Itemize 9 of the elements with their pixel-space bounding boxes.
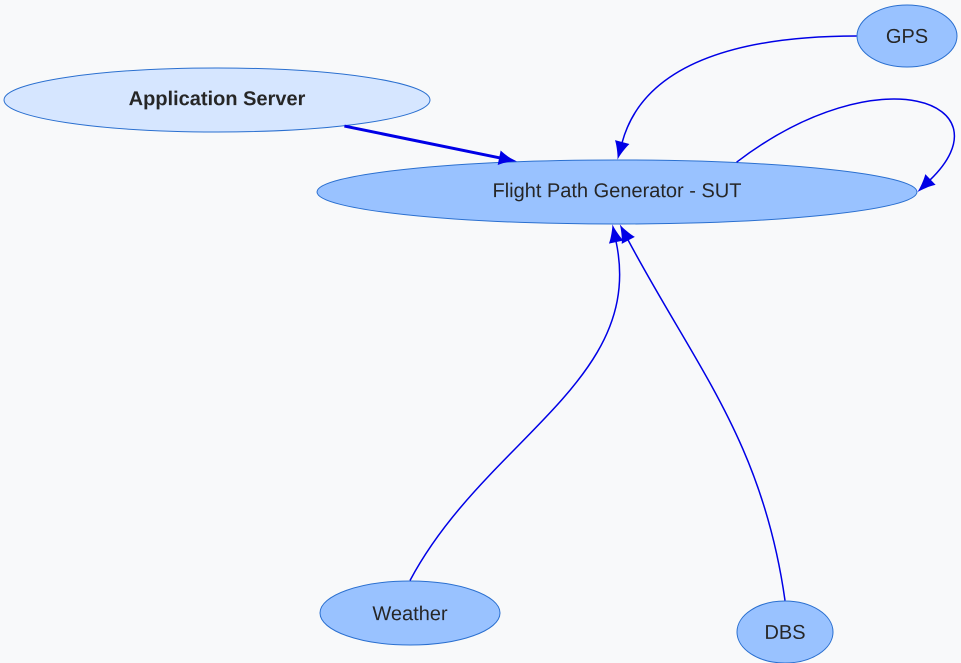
ellipse-node: Flight Path Generator - SUT	[316, 160, 918, 224]
arrow	[615, 35, 857, 158]
ellipse-node: GPS	[856, 4, 958, 68]
ellipse-node: Weather	[320, 580, 500, 646]
arrow	[736, 98, 954, 191]
arrow	[409, 226, 623, 581]
ellipse-node: DBS	[736, 600, 834, 663]
ellipse-node: Application Server	[4, 67, 430, 132]
arrow	[620, 226, 786, 601]
